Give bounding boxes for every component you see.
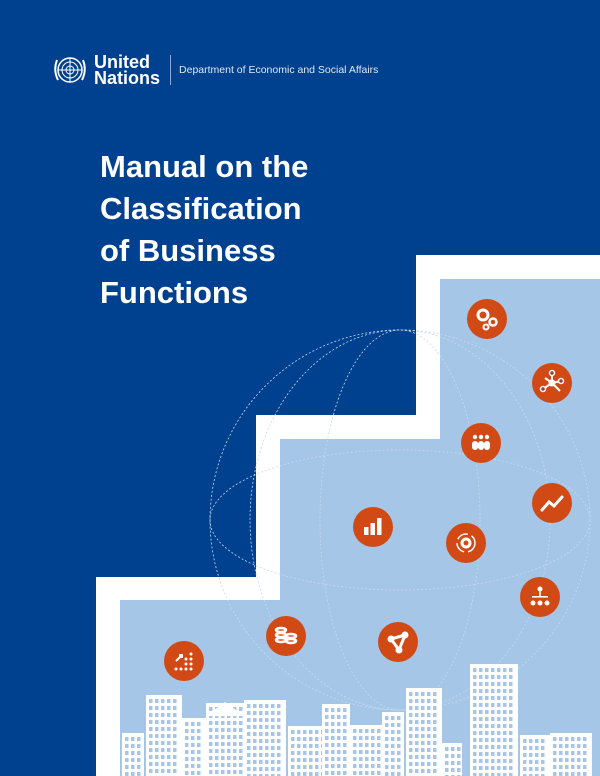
org-name-line1: United — [94, 52, 150, 72]
city-skyline — [122, 664, 592, 776]
network-icon — [532, 363, 572, 403]
trend-line-icon — [532, 483, 572, 523]
un-emblem-icon — [54, 57, 86, 83]
department-name: Department of Economic and Social Affair… — [179, 64, 379, 76]
growth-dots-icon — [164, 641, 204, 681]
title-line: of Business — [100, 233, 276, 268]
coin-stacks-icon — [266, 616, 306, 656]
title-line: Manual on the — [100, 149, 309, 184]
gears-icon — [467, 299, 507, 339]
bar-chart-icon — [353, 507, 393, 547]
divider — [170, 55, 172, 85]
function-icons — [164, 299, 572, 681]
org-name-line2: Nations — [94, 68, 161, 88]
triangle-nodes-icon — [378, 622, 418, 662]
publisher-logo: United Nations Department of Economic an… — [52, 52, 378, 88]
building — [442, 743, 462, 776]
org-chart-icon — [520, 577, 560, 617]
title-line: Functions — [100, 275, 249, 310]
people-icon — [461, 423, 501, 463]
cycle-gear-icon — [446, 523, 486, 563]
document-title: Manual on the Classification of Business… — [100, 146, 308, 314]
title-line: Classification — [100, 191, 302, 226]
